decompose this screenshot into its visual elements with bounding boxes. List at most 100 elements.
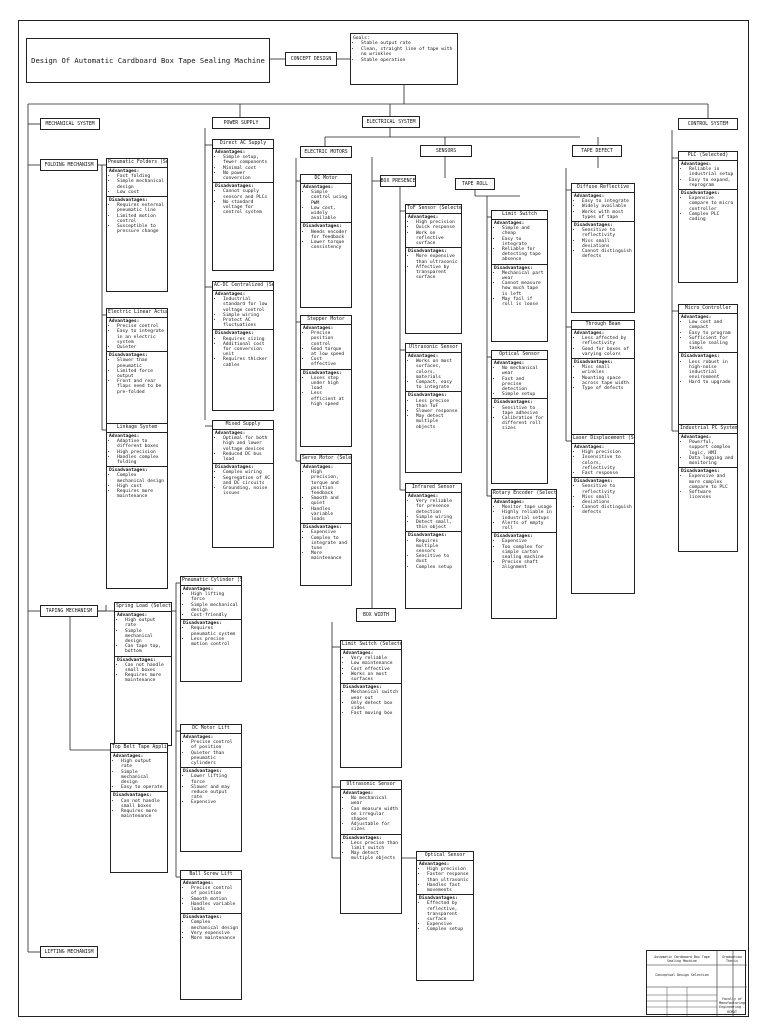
advantages-label: Advantages: [681,435,712,440]
disadvantage-item: Sensitive to reflectivity [582,484,632,494]
folding-mechanism-header: FOLDING MECHANISM [40,159,98,171]
disadvantages-label: Disadvantages: [117,657,156,663]
tape-roll-header: TAPE ROLL [455,178,495,190]
advantage-item: Reliable in industrial setup [689,167,735,177]
disadvantage-item: Cannot supply sensors and PLCs [223,189,271,199]
disadvantage-item: Complex wiring [223,470,271,475]
advantage-item: Precise position control [311,331,349,347]
advantages-section: Advantages:Less affected by reflectivity… [572,330,634,358]
taping-mechanism-header: TAPING MECHANISM [40,605,98,617]
concept-title: Limit Switch (Selected) [341,641,401,650]
power-supply-header: POWER SUPPLY [212,117,270,129]
disadvantages-section: Disadvantages:Requires pneumatic systemL… [181,619,241,648]
disadvantages-section: Disadvantages:Needs encoder for feedback… [301,222,351,251]
disadvantage-item: Affective by transparent surface [416,265,459,281]
advantage-item: Less affected by reflectivity [582,336,632,346]
disadvantage-item: Miss small deviations [582,239,632,249]
disadvantages-label: Disadvantages: [681,469,720,475]
disadvantages-label: Disadvantages: [183,621,222,627]
disadvantage-item: Segregation of AC and DC circuits [223,476,271,486]
disadvantage-item: Cannot distinguish defects [582,249,632,259]
advantage-item: Adjustable for sizes [351,822,399,832]
advantage-item: Simple setup [502,392,545,397]
advantage-item: Can measure width on irregular shapes [351,807,399,823]
disadvantage-item: Requires external pneumatic line [117,203,165,213]
advantages-section: Advantages:Precise controlEasy to integr… [107,318,167,351]
disadvantage-item: Slower than pneumatic [117,358,165,368]
disadvantage-item: Can not handle small boxes [121,799,165,809]
disadvantage-item: Requires more maintenance [121,809,165,819]
disadvantage-item: Sensitive to dust [416,554,459,564]
advantages-label: Advantages: [303,465,334,470]
disadvantages-label: Disadvantages: [215,465,254,471]
advantages-section: Advantages:Precise position controlGood … [301,325,351,369]
advantage-item: High precision [582,450,632,455]
disadvantage-item: Less precise than ToF [416,399,459,409]
disadvantages-label: Disadvantages: [113,793,152,799]
advantages-section: Advantages:High output rateSimple mechan… [111,753,167,791]
disadvantages-section: Disadvantages:Expensive compare to micro… [679,189,737,223]
disadvantages-section: Disadvantages:Complex mechanical designV… [181,913,241,942]
advantage-item: High precision [416,220,459,225]
disadvantages-label: Disadvantages: [494,265,533,271]
advantage-item: Work on reflective surface [416,231,459,247]
advantages-label: Advantages: [183,587,214,592]
advantage-item: Easy to integrate [502,237,545,247]
disadvantage-item: Requires pneumatic system [191,626,239,636]
advantage-item: Cost effective [311,357,349,367]
tape-defect-header: TAPE DEFECT [572,145,622,157]
advantages-label: Advantages: [574,331,605,336]
advantage-item: Detect small, thin object [416,520,459,530]
advantage-item: Data logging and monitoring [689,456,735,466]
disadvantage-item: Complex setup [416,565,459,570]
disadvantage-item: Complex PLC coding [689,212,735,222]
advantage-item: Fast response [582,471,632,476]
disadvantages-section: Disadvantages:Mechanical switch wear out… [341,683,401,717]
advantage-item: Quieter than pneumatic cylinders [191,751,239,767]
concept-title: Direct AC Supply [213,140,273,149]
disadvantage-item: Very expensive [191,931,239,936]
concept-box-pneumatic-cylinder: Pneumatic Cylinder (Selected)Advantages:… [180,576,242,682]
advantage-item: Highly reliable in industrial setups [502,510,554,520]
disadvantage-item: Miss small deviations [582,495,632,505]
advantage-item: Handles complex folding [117,455,165,465]
disadvantage-item: Requires more maintenance [117,489,165,499]
advantage-item: Easy to integrate in an electric system [117,329,165,345]
disadvantages-label: Disadvantages: [494,534,533,540]
advantages-label: Advantages: [183,881,214,886]
concept-box-laser-displacement: Laser Displacement (Selected)Advantages:… [571,434,635,594]
concept-title: PLC (Selected) [679,152,737,161]
advantage-item: Insensitive to colors, reflectivity [582,455,632,471]
advantage-item: Good for boxes of varying colors [582,347,632,357]
disadvantages-section: Disadvantages:Effected by reflective, tr… [417,894,473,933]
disadvantages-label: Disadvantages: [183,769,222,775]
advantage-item: Works on most surfaces, colors, material… [416,359,459,380]
advantages-label: Advantages: [109,169,140,174]
advantages-label: Advantages: [408,354,439,359]
disadvantage-item: Miss small wrinkles [582,365,632,375]
advantage-item: Precise control of position [191,740,239,750]
advantage-item: Simple mechanical design [117,179,165,189]
concept-title: Laser Displacement (Selected) [572,435,634,444]
advantage-item: Cost-friendly [191,613,239,618]
advantages-section: Advantages:Monitor tape usageHighly reli… [492,499,556,532]
concept-title: Rotary Encoder (Selected) [492,490,556,499]
disadvantage-item: Slower response [416,409,459,414]
disadvantages-label: Disadvantages: [408,249,447,255]
disadvantages-section: Disadvantages:Sensitive to tape adhesive… [492,398,547,432]
advantage-item: Easy to operate [121,785,165,790]
disadvantages-label: Disadvantages: [109,468,148,474]
advantage-item: Precise control [117,324,165,329]
disadvantage-item: Grounding, noise issues [223,486,271,496]
disadvantage-item: High cost [117,484,165,489]
disadvantage-item: Less robust in high-noise industrial env… [689,360,735,381]
advantages-section: Advantages:Very reliableLow maintenanceC… [341,650,401,683]
concept-box-ac-dc: AC-DC Centralized (Selected)Advantages:I… [212,281,274,411]
concept-title: Industrial PC System [679,425,737,434]
advantages-section: Advantages:Precise control of positionSm… [181,880,241,913]
disadvantage-item: Sensitive to tape adhesive [502,406,545,416]
